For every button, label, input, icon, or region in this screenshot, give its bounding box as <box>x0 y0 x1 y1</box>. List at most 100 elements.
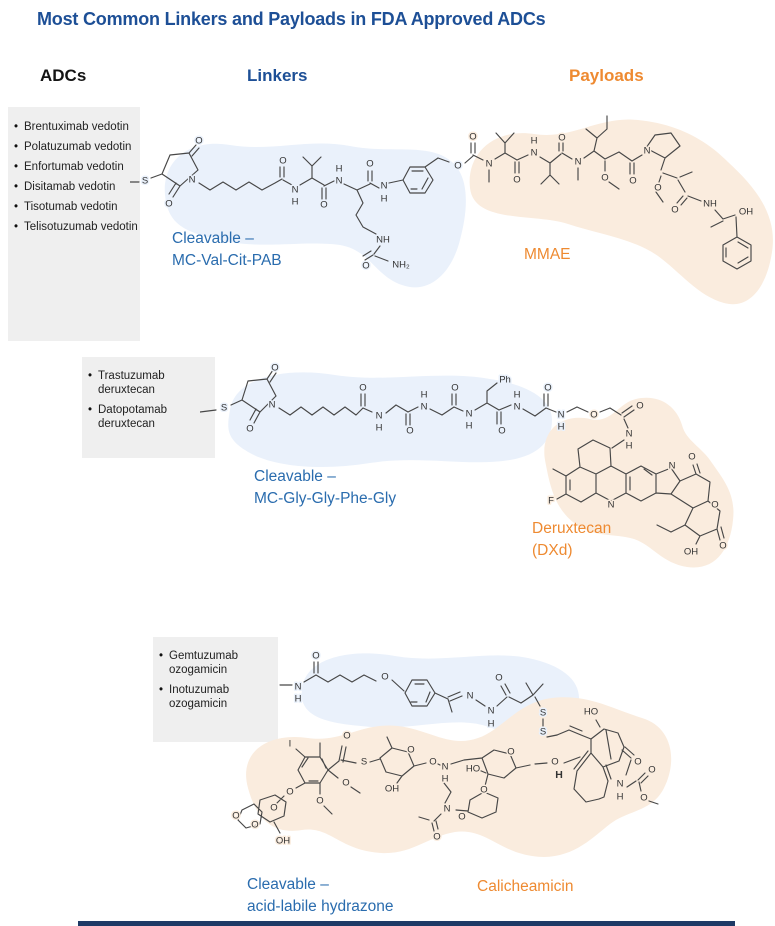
atom-label: S <box>221 403 227 414</box>
adc-name: Trastuzumab deruxtecan <box>98 370 165 396</box>
adc-name: Tisotumab vedotin <box>24 201 118 213</box>
list-item: • Tisotumab vedotin <box>8 200 140 214</box>
atom-label: O <box>454 161 461 172</box>
atom-label: N <box>467 691 474 702</box>
atom-label: N <box>608 500 615 511</box>
atom-label: O <box>251 820 258 831</box>
adc-list-row1: •Brentuximab vedotin •Polatuzumab vedoti… <box>8 107 140 341</box>
atom-label: O <box>648 765 655 776</box>
atom-label: O <box>246 424 253 435</box>
list-item: • Disitamab vedotin <box>8 180 140 194</box>
linker-highlight-blob <box>164 143 466 288</box>
linker-highlight-blob <box>228 372 552 467</box>
atom-label: N <box>292 185 299 196</box>
atom-label: O <box>558 133 565 144</box>
atom-label: H <box>421 390 428 401</box>
atom-label: N <box>381 181 388 192</box>
list-item: •Polatuzumab vedotin <box>8 140 140 154</box>
list-item: •Trastuzumab deruxtecan <box>82 369 215 397</box>
adc-name: Inotuzumab ozogamicin <box>169 684 230 710</box>
atom-label: O <box>316 796 323 807</box>
atom-label: N <box>189 175 196 186</box>
atom-label: N <box>295 682 302 693</box>
atom-label: NH <box>703 199 717 210</box>
atom-label: N <box>644 146 651 157</box>
atom-label: O <box>601 173 608 184</box>
atom-label: O <box>270 803 277 814</box>
atom-label: N <box>488 706 495 717</box>
linker1-caption: Cleavable – MC-Val-Cit-PAB <box>172 228 282 272</box>
atom-label: H <box>336 164 343 175</box>
payload3-caption: Calicheamicin <box>477 876 573 898</box>
atom-label: O <box>469 132 476 143</box>
atom-label: N <box>442 762 449 773</box>
atom-label: H <box>514 390 521 401</box>
caption-line: Calicheamicin <box>477 878 574 895</box>
atom-label: O <box>688 452 695 463</box>
atom-label: H <box>555 769 563 781</box>
atom-label: N <box>626 429 633 440</box>
atom-label: O <box>513 175 520 186</box>
atom-label: I <box>289 739 292 750</box>
atom-label: O <box>629 176 636 187</box>
bullet-icon: • <box>13 141 19 153</box>
atom-label: S <box>142 176 148 187</box>
list-item: •Telisotuzumab vedotin <box>8 220 140 234</box>
atom-label: O <box>634 757 641 768</box>
atom-label: H <box>295 694 302 705</box>
bullet-icon: • <box>13 121 19 133</box>
bullet-icon: • <box>13 201 19 213</box>
atom-label: N <box>486 159 493 170</box>
atom-label: N <box>514 402 521 413</box>
adc-list: •Trastuzumab deruxtecan •Datopotamab der… <box>82 369 215 431</box>
atom-label: NH <box>376 235 390 246</box>
atom-label: OH <box>276 836 290 847</box>
adc-list: • Gemtuzumab ozogamicin • Inotuzumab ozoga… <box>153 649 278 711</box>
atom-label: O <box>498 426 505 437</box>
atom-label: O <box>362 261 369 272</box>
payload-highlight-blob <box>246 697 672 857</box>
atom-label: O <box>165 199 172 210</box>
atom-label: H <box>488 719 495 730</box>
caption-line: (DXd) <box>532 542 573 559</box>
atom-label: O <box>366 159 373 170</box>
list-item: • Inotuzumab ozogamicin <box>153 683 278 711</box>
atom-label: H <box>292 197 299 208</box>
atom-label: O <box>195 136 202 147</box>
atom-label: Ph <box>499 375 511 386</box>
caption-line: Deruxtecan <box>532 520 612 537</box>
atom-label: O <box>286 787 293 798</box>
atom-label: H <box>558 422 565 433</box>
atom-label: N <box>336 176 343 187</box>
caption-line: Cleavable – <box>254 468 336 485</box>
atom-label: N <box>558 410 565 421</box>
payload-highlight-blob <box>469 119 773 305</box>
atom-label: O <box>343 731 350 742</box>
atom-label: OH <box>684 547 698 558</box>
bullet-icon: • <box>13 161 19 173</box>
atom-label: O <box>654 183 661 194</box>
atom-label: O <box>719 541 726 552</box>
atom-label: N <box>531 148 538 159</box>
atom-label: O <box>671 205 678 216</box>
atom-label: F <box>548 496 554 507</box>
column-header-linkers: Linkers <box>247 66 308 85</box>
bullet-icon: • <box>158 650 164 662</box>
adc-name: Gemtuzumab ozogamicin <box>169 650 239 676</box>
bullet-icon: • <box>13 221 19 233</box>
atom-label: N <box>376 411 383 422</box>
caption-line: Cleavable – <box>172 230 254 247</box>
atom-label: O <box>359 383 366 394</box>
atom-label: H <box>617 792 624 803</box>
bullet-icon: • <box>158 684 164 696</box>
bullet-icon: • <box>13 181 19 193</box>
adc-list: •Brentuximab vedotin •Polatuzumab vedoti… <box>8 120 140 234</box>
column-header-payloads: Payloads <box>569 66 644 85</box>
adc-name: Disitamab vedotin <box>24 181 116 193</box>
atom-label: O <box>480 785 487 796</box>
footer-bar <box>78 921 735 926</box>
